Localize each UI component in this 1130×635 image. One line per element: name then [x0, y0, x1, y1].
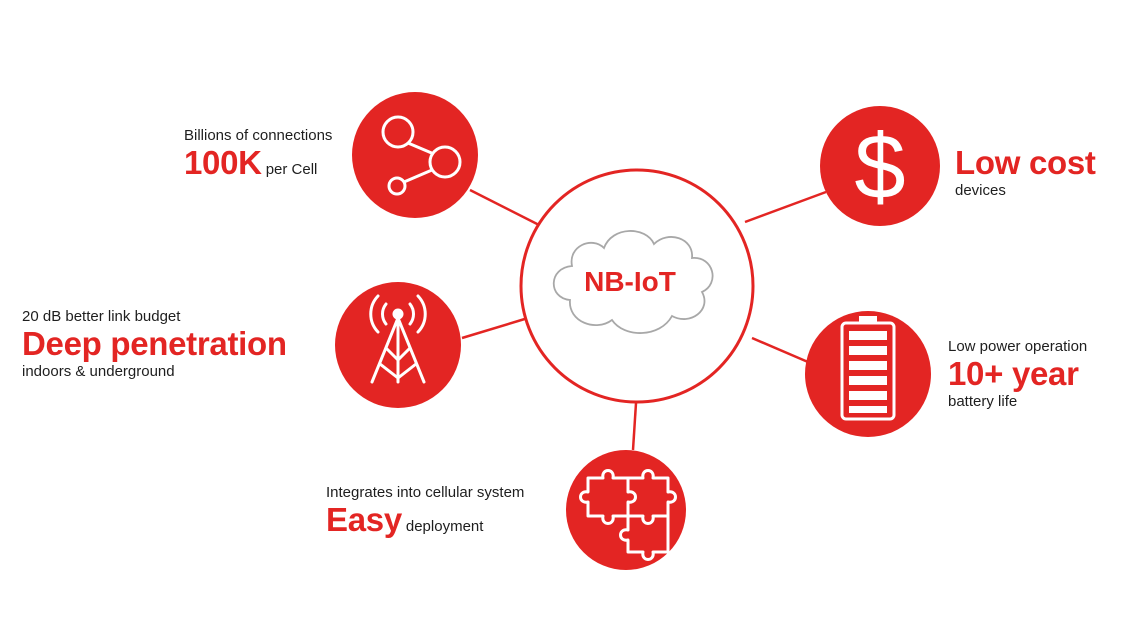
puzzle-icon: [579, 469, 677, 561]
penetration-big-text: Deep penetration: [22, 325, 287, 363]
penetration-label: 20 dB better link budget Deep penetratio…: [22, 308, 287, 380]
antenna-tower-icon: [369, 294, 427, 384]
connector-battery: [751, 336, 809, 364]
penetration-top-text: 20 dB better link budget: [22, 308, 181, 325]
battery-label: Low power operation 10+ year battery lif…: [948, 338, 1087, 410]
connections-big-text: 100K: [184, 144, 262, 182]
battery-icon: [840, 316, 896, 421]
deployment-big-text: Easy: [326, 501, 402, 539]
penetration-node: [335, 282, 461, 408]
cost-node: $: [820, 106, 940, 226]
cloud-icon: [552, 230, 714, 334]
deployment-node: [566, 450, 686, 570]
battery-top-text: Low power operation: [948, 338, 1088, 355]
dollar-icon: $: [854, 116, 905, 218]
connector-cost: [744, 190, 827, 224]
cost-bottom-text: devices: [955, 181, 1006, 199]
connector-lines: [461, 188, 827, 451]
cost-label: Low cost devices: [955, 144, 1096, 199]
connections-node: [352, 92, 478, 218]
battery-big-text: 10+ year: [948, 355, 1079, 393]
connections-top-text: Billions of connections: [184, 127, 333, 144]
center-circle: [519, 168, 755, 404]
deployment-top-text: Integrates into cellular system: [326, 484, 525, 501]
cost-big-text: Low cost: [955, 144, 1096, 181]
connector-penetration: [461, 316, 529, 340]
battery-node: [805, 311, 931, 437]
network-nodes-icon: [381, 115, 462, 196]
connector-connections: [469, 188, 546, 230]
connections-inline-text: per Cell: [265, 161, 318, 179]
connector-deployment: [631, 402, 638, 451]
battery-bottom-text: battery life: [948, 393, 1018, 411]
penetration-bottom-text: indoors & underground: [22, 363, 175, 381]
center-label: NB-IoT: [584, 266, 676, 297]
deployment-inline-text: deployment: [405, 518, 484, 536]
